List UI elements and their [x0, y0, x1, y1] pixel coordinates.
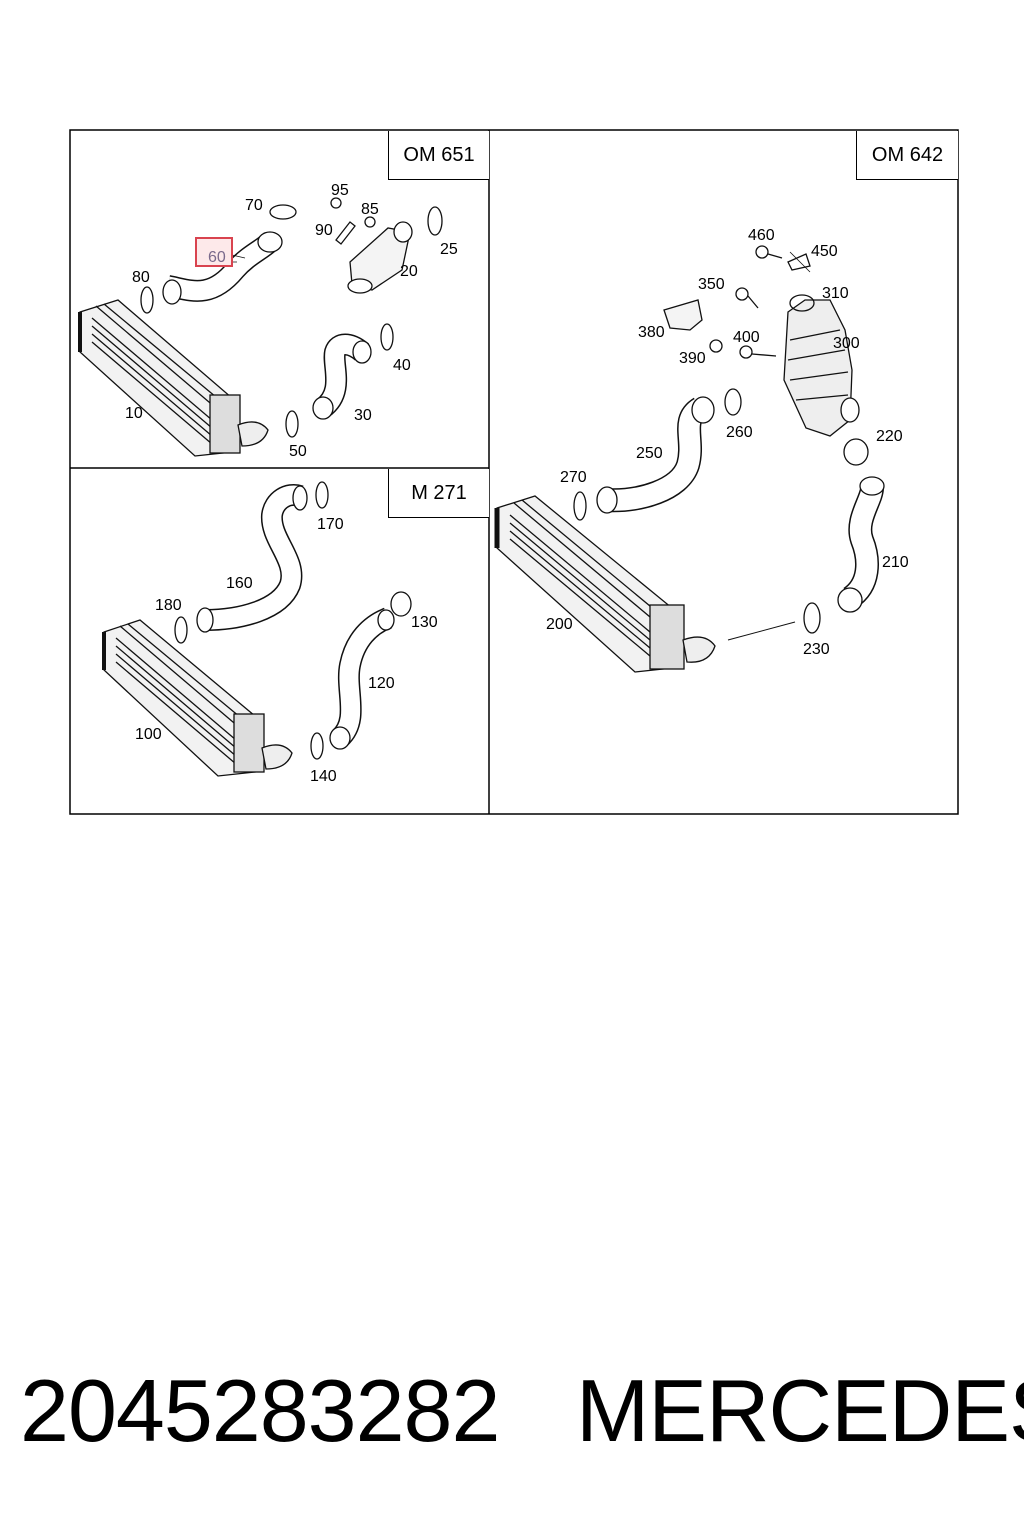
callout-label: 80	[132, 269, 150, 286]
callout-label: 250	[636, 445, 663, 462]
callout-label: 40	[393, 357, 411, 374]
callout-label: 460	[748, 227, 775, 244]
callout-label: 450	[811, 243, 838, 260]
callout-label: 95	[331, 182, 349, 199]
callout-label: 180	[155, 597, 182, 614]
callout-label: 10	[125, 405, 143, 422]
callout-label: 350	[698, 276, 725, 293]
callout-label: 390	[679, 350, 706, 367]
parts-diagram: 95 70 85 90 25 60 20 80 40 10 30 50 170 …	[69, 129, 959, 815]
callout-label: 160	[226, 575, 253, 592]
callout-label: 230	[803, 641, 830, 658]
panel-tag-om651: OM 651	[388, 131, 489, 180]
highlight-box	[195, 237, 233, 267]
callout-label: 260	[726, 424, 753, 441]
part-number: 2045283282	[20, 1361, 500, 1460]
callout-label: 30	[354, 407, 372, 424]
callout-label: 380	[638, 324, 665, 341]
callout-label-highlighted: 60	[208, 249, 226, 266]
callout-label: 140	[310, 768, 337, 785]
callout-label: 200	[546, 616, 573, 633]
callout-label: 170	[317, 516, 344, 533]
callout-label: 310	[822, 285, 849, 302]
footer: 2045283282 MERCEDES	[0, 1360, 1024, 1470]
panel-m271-drawing	[102, 481, 412, 777]
panel-tag-om642: OM 642	[856, 131, 958, 180]
callout-label: 300	[833, 335, 860, 352]
callout-label: 20	[400, 263, 418, 280]
callout-label: 220	[876, 428, 903, 445]
callout-label: 210	[882, 554, 909, 571]
callout-labels: 95 70 85 90 25 60 20 80 40 10 30 50 170 …	[125, 182, 909, 785]
diagram-canvas: 95 70 85 90 25 60 20 80 40 10 30 50 170 …	[69, 129, 959, 815]
panel-om651-drawing	[78, 197, 443, 457]
panel-om642-drawing	[494, 245, 885, 673]
intercooler-10	[78, 299, 269, 457]
panel-tag-m271: M 271	[388, 469, 489, 518]
callout-label: 100	[135, 726, 162, 743]
callout-label: 90	[315, 222, 333, 239]
intercooler-200	[494, 495, 716, 673]
callout-label: 85	[361, 201, 379, 218]
diagram-frame	[69, 129, 959, 815]
callout-label: 70	[245, 197, 263, 214]
callout-label: 130	[411, 614, 438, 631]
callout-label: 400	[733, 329, 760, 346]
brand-name: MERCEDES	[576, 1361, 1024, 1460]
callout-label: 50	[289, 443, 307, 460]
intercooler-100	[102, 619, 293, 777]
callout-label: 120	[368, 675, 395, 692]
callout-label: 270	[560, 469, 587, 486]
callout-label: 25	[440, 241, 458, 258]
